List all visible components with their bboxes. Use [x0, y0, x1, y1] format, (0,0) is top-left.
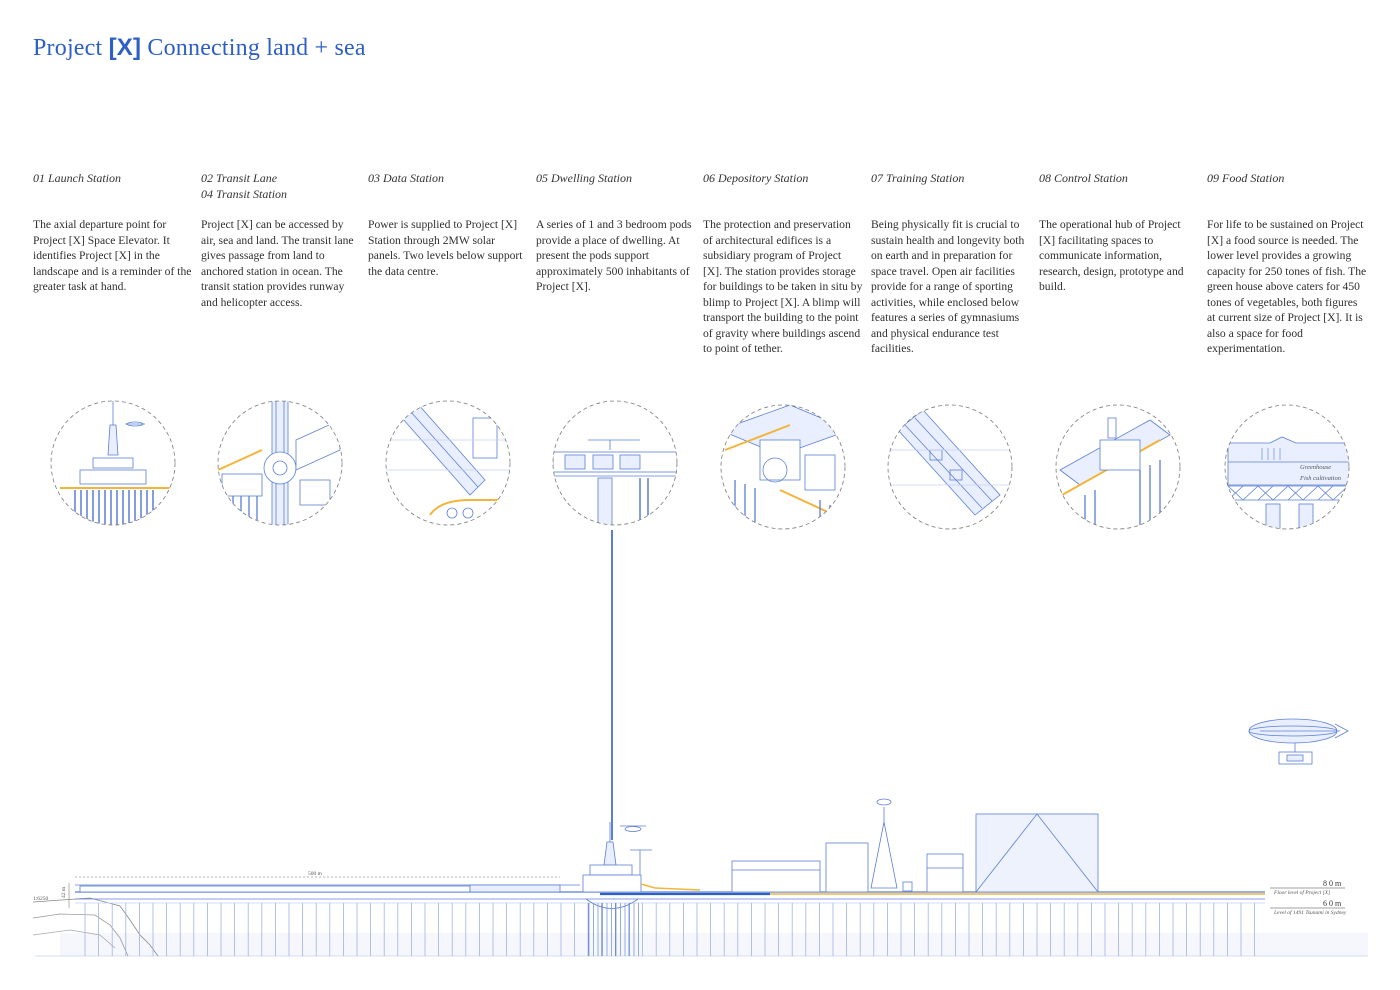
station-heading: 03 Data Station [368, 171, 528, 202]
station-heading-line: 01 Launch Station [33, 171, 122, 185]
station-heading: 08 Control Station [1039, 171, 1199, 202]
blimp-icon [1248, 718, 1349, 765]
station-description: A series of 1 and 3 bedroom pods provide… [536, 218, 692, 293]
span-dimension: 500 m [308, 871, 323, 877]
station-description: The axial departure point for Project [X… [33, 218, 192, 293]
station-column: 05 Dwelling Station A series of 1 and 3 b… [536, 171, 696, 293]
level-80-caption: Floor level of Project [X] [1273, 889, 1330, 896]
fish-cultivation-label: Fish cultivation [1299, 475, 1341, 482]
vignette-dwelling [552, 400, 678, 526]
site-section: 500 m 42 m 1:6250 8 0 m [32, 798, 1368, 957]
station-description: The operational hub of Project [X] facil… [1039, 218, 1184, 293]
title-prefix: Project [33, 35, 109, 61]
station-description: For life to be sustained on Project [X] … [1207, 218, 1367, 355]
station-description: Power is supplied to Project [X] Station… [368, 218, 523, 278]
station-heading: 05 Dwelling Station [536, 171, 696, 202]
vignette-training [887, 404, 1013, 530]
page-title: Project [X] Connecting land + sea [33, 34, 366, 62]
vignette-transit [217, 400, 343, 526]
station-heading-line: 02 Transit Lane [201, 171, 278, 185]
height-dimension: 42 m [61, 886, 67, 898]
station-heading: 09 Food Station [1207, 171, 1367, 202]
title-mark: [X] [108, 34, 142, 61]
station-heading-line: 05 Dwelling Station [536, 171, 632, 185]
vignette-food: Greenhouse Fish cultivation [1224, 404, 1350, 530]
station-description: The protection and preservation of archi… [703, 218, 863, 355]
greenhouse-label: Greenhouse [1300, 464, 1331, 471]
section-piles [84, 903, 1255, 956]
station-heading-line: 04 Transit Station [201, 186, 288, 201]
vignette-data [385, 400, 511, 526]
station-heading: 01 Launch Station [33, 171, 193, 202]
title-suffix: Connecting land + sea [141, 35, 366, 61]
station-description: Being physically fit is crucial to susta… [871, 218, 1025, 355]
station-heading-line: 06 Depository Station [703, 171, 809, 185]
station-description: Project [X] can be accessed by air, sea … [201, 218, 354, 309]
vignette-control [1055, 404, 1181, 530]
station-heading-line: 03 Data Station [368, 171, 445, 185]
vignette-launch [50, 400, 176, 526]
level-80-label: 8 0 m [1323, 879, 1342, 888]
ground-level-label: 1:6250 [33, 896, 49, 902]
station-heading: 06 Depository Station [703, 171, 863, 202]
station-heading-line: 07 Training Station [871, 171, 965, 185]
station-heading-line: 08 Control Station [1039, 171, 1128, 185]
station-heading-line: 09 Food Station [1207, 171, 1285, 185]
vignette-depository [720, 404, 846, 530]
level-60-label: 6 0 m [1323, 899, 1342, 908]
level-60-caption: Level of 1491 Tsunami in Sydney [1273, 909, 1347, 916]
station-heading: 07 Training Station [871, 171, 1031, 202]
